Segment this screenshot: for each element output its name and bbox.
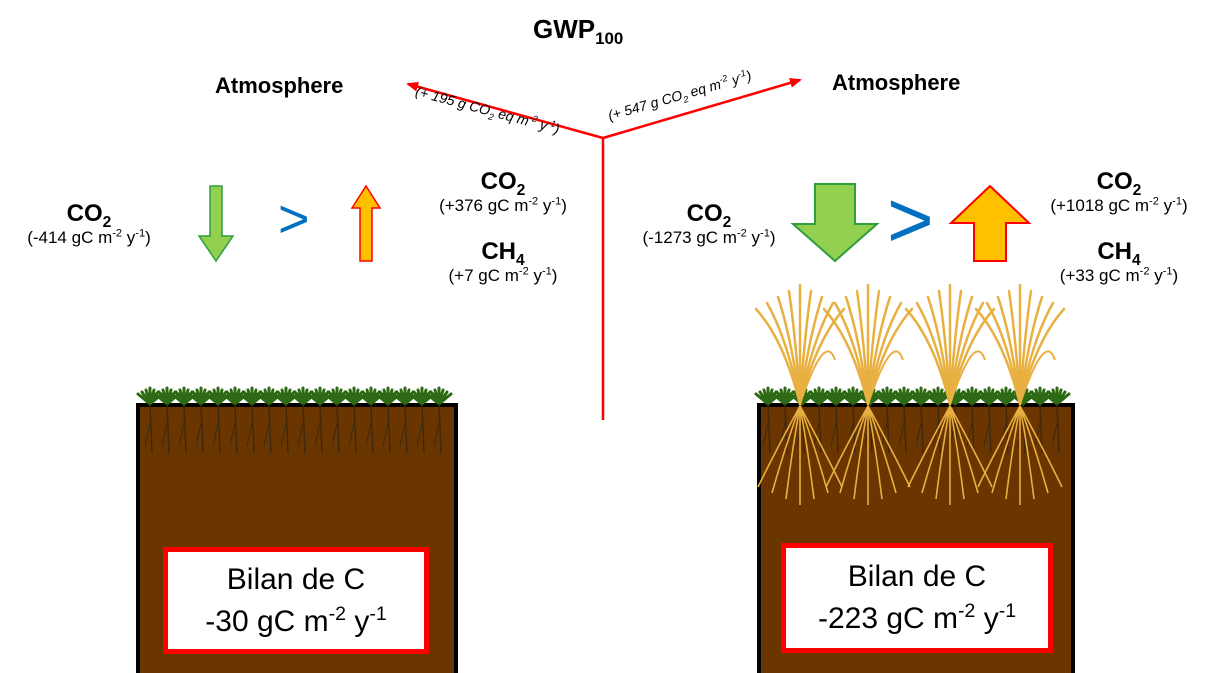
gwp-arrows (406, 78, 802, 420)
moss-tuft (221, 386, 249, 454)
moss-tuft (408, 386, 436, 454)
moss-tuft (1043, 386, 1071, 454)
right-emission-arrow (948, 184, 1032, 262)
left-balance-value: -30 gC m-2 y-1 (205, 602, 387, 638)
gwp-title-sub: 100 (595, 29, 624, 49)
moss-tuft (153, 386, 181, 454)
right-carbon-balance-box: Bilan de C -223 gC m-2 y-1 (781, 543, 1053, 653)
left-co2-uptake-label: CO2 (-414 gC m-2 y-1) (27, 200, 151, 247)
grass-plant (754, 283, 846, 505)
right-atmosphere-label: Atmosphere (832, 70, 961, 95)
grass-plant (822, 283, 914, 505)
moss-tuft (323, 386, 351, 454)
right-grass-layer (754, 283, 1066, 505)
right-balance-title: Bilan de C (847, 560, 987, 593)
left-carbon-balance-box: Bilan de C -30 gC m-2 y-1 (163, 547, 429, 654)
gwp-title: GWP100 (533, 14, 624, 49)
right-co2-uptake-arrow (790, 183, 880, 263)
left-emission-arrow (350, 184, 382, 262)
grass-plant (904, 283, 996, 505)
moss-tuft (958, 386, 986, 454)
left-co2-uptake-arrow (197, 185, 235, 263)
left-atmosphere-label: Atmosphere (215, 73, 344, 98)
left-moss-layer (136, 386, 453, 454)
gwp-title-main: GWP (533, 14, 596, 44)
moss-tuft (754, 386, 782, 454)
right-moss-layer (754, 386, 1071, 454)
moss-tuft (839, 386, 867, 454)
right-ch4-emission-label: CH4 (+33 gC m-2 y-1) (1059, 238, 1179, 285)
right-balance-value: -223 gC m-2 y-1 (817, 600, 1017, 635)
left-balance-title: Bilan de C (226, 562, 366, 596)
left-co2-emission-label: CO2 (+376 gC m-2 y-1) (439, 168, 567, 215)
right-co2-emission-label: CO2 (+1018 gC m-2 y-1) (1050, 168, 1188, 215)
left-greater-than-sign: > (278, 189, 310, 249)
moss-tuft (272, 386, 300, 454)
moss-tuft (425, 386, 453, 454)
moss-tuft (391, 386, 419, 454)
right-greater-than-sign: > (887, 175, 934, 264)
gwp-left-arrow (406, 81, 604, 140)
moss-tuft (822, 386, 850, 454)
moss-tuft (187, 386, 215, 454)
moss-tuft (907, 386, 935, 454)
right-co2-uptake-label: CO2 (-1273 gC m-2 y-1) (642, 200, 776, 247)
left-ch4-emission-label: CH4 (+7 gC m-2 y-1) (448, 238, 558, 285)
gwp-right-arrow (602, 78, 802, 140)
grass-plant (974, 283, 1066, 505)
moss-tuft (238, 386, 266, 454)
